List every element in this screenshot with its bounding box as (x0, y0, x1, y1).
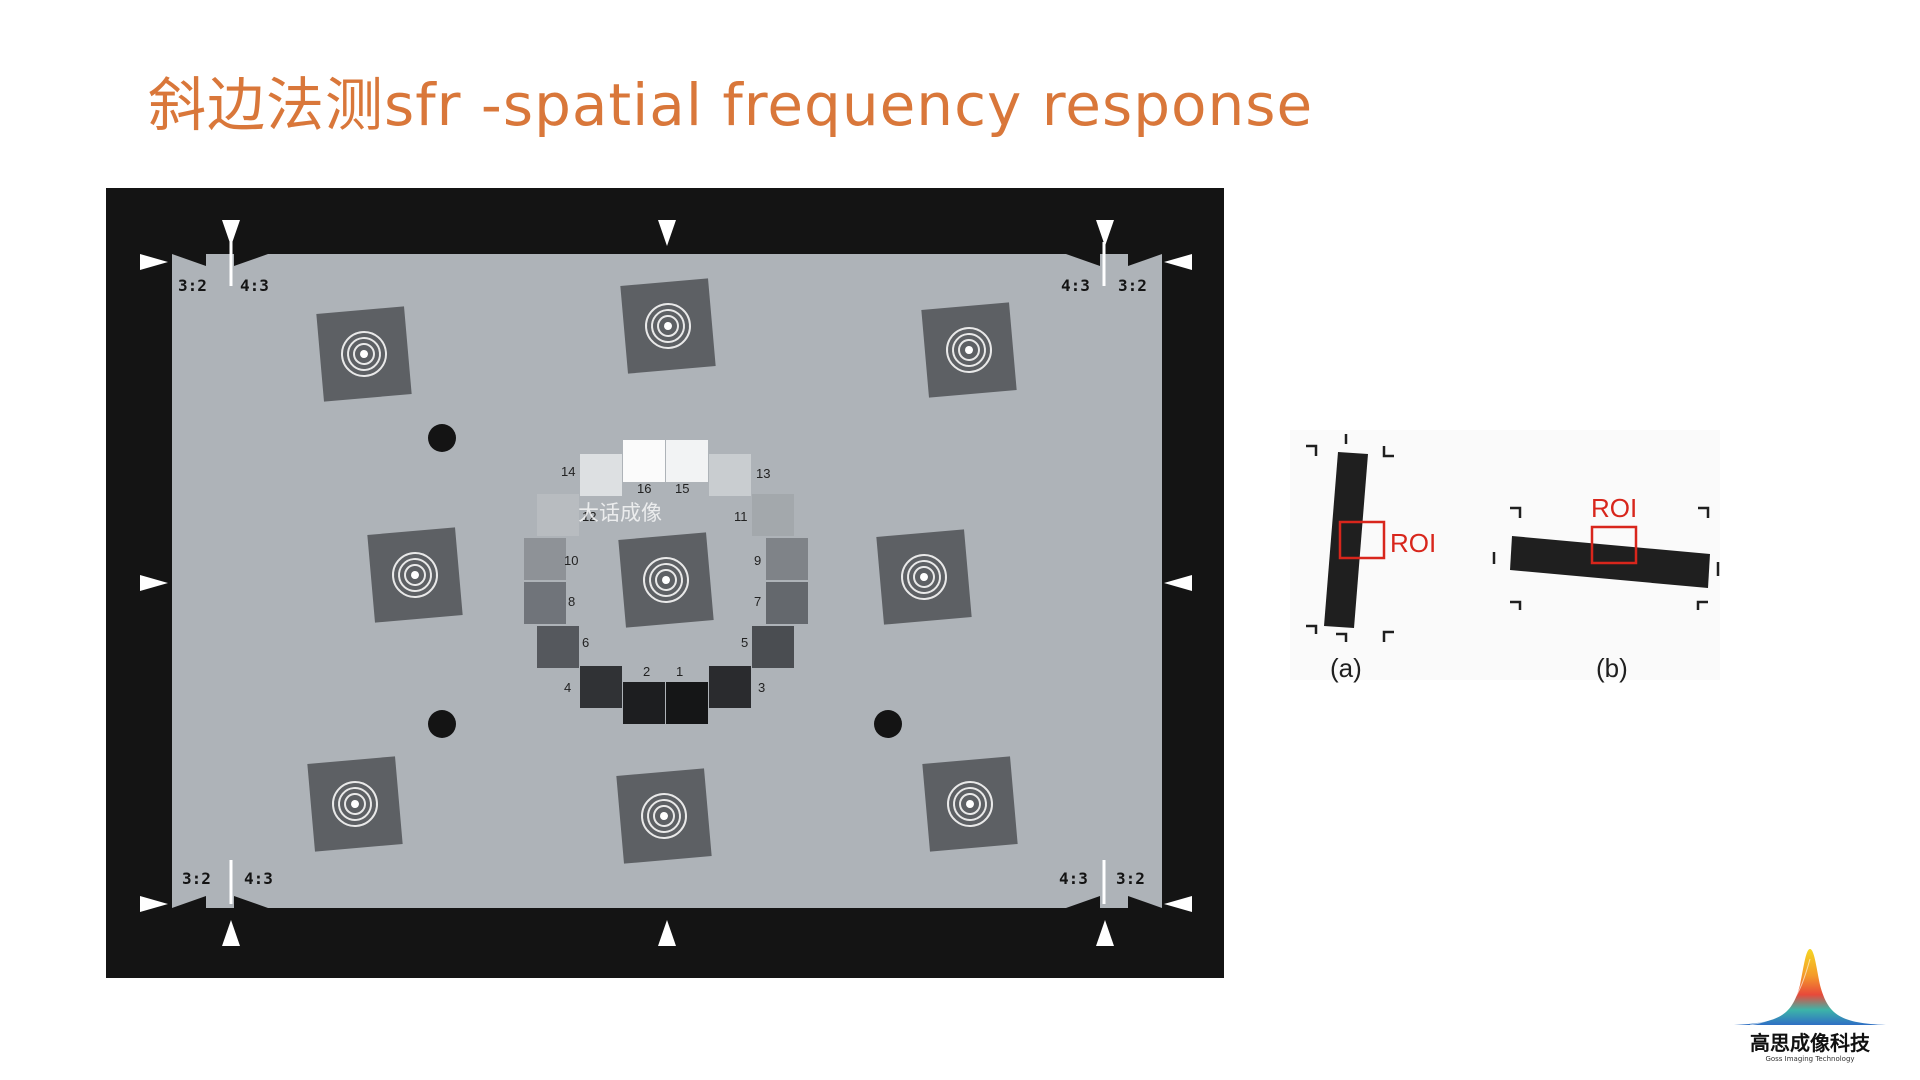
slide-title: 斜边法测sfr -spatial frequency response (148, 71, 1314, 139)
marker-left-bottom (140, 896, 168, 912)
patch-number-9: 9 (754, 553, 761, 568)
patch-number-14: 14 (561, 464, 575, 479)
roi-label-b: ROI (1591, 493, 1637, 523)
gray-patch-1 (666, 682, 708, 724)
marker-right-top (1164, 254, 1192, 270)
marker-bottom-right (1096, 920, 1114, 946)
bell-curve-logo-icon (1734, 949, 1886, 1026)
gray-patch-9 (766, 538, 808, 580)
aspect-label-bl-43: 4:3 (244, 869, 273, 888)
gray-patch-6 (537, 626, 579, 668)
patch-number-1: 1 (676, 664, 683, 679)
patch-number-6: 6 (582, 635, 589, 650)
crop-marks-b (1492, 506, 1720, 610)
marker-top-right (1096, 220, 1114, 246)
slanted-edge-target (921, 755, 1019, 853)
gray-patch-10 (524, 538, 566, 580)
registration-dot (428, 424, 456, 452)
marker-right-middle (1164, 575, 1192, 591)
patch-number-11: 11 (734, 509, 748, 524)
caption-a: (a) (1330, 653, 1362, 683)
frame-crop-lines (229, 242, 1106, 904)
marker-bottom-left (222, 920, 240, 946)
marker-top-center (658, 220, 676, 246)
logo-company-name: 高思成像科技 (1750, 1031, 1870, 1055)
registration-dots (428, 424, 902, 738)
slanted-edge-target (366, 526, 464, 624)
patch-number-5: 5 (741, 635, 748, 650)
gray-patch-5 (752, 626, 794, 668)
registration-dot (428, 710, 456, 738)
gray-patch-7 (766, 582, 808, 624)
patch-number-15: 15 (675, 481, 689, 496)
caption-b: (b) (1596, 653, 1628, 683)
marker-right-bottom (1164, 896, 1192, 912)
roi-label-a: ROI (1390, 528, 1436, 558)
aspect-label-tr-32: 3:2 (1118, 276, 1147, 295)
slanted-edge-target (315, 305, 413, 403)
patch-number-8: 8 (568, 594, 575, 609)
gray-patch-13 (709, 454, 751, 496)
marker-bottom-center (658, 920, 676, 946)
aspect-wedges (172, 254, 1162, 908)
patch-number-16: 16 (637, 481, 651, 496)
slanted-edge-target (875, 528, 973, 626)
slanted-edge-target (615, 767, 713, 865)
patch-number-10: 10 (564, 553, 578, 568)
slanted-edge-target (306, 755, 404, 853)
company-logo: 高思成像科技 Goss Imaging Technology (1730, 945, 1890, 1065)
slanted-edge-target (619, 277, 717, 375)
frame-markers (140, 220, 1192, 946)
marker-top-left (222, 220, 240, 246)
roi-box-b (1590, 525, 1638, 565)
gray-patch-3 (709, 666, 751, 708)
gray-patch-12 (537, 494, 579, 536)
aspect-label-tl-43: 4:3 (240, 276, 269, 295)
resolution-test-chart: 3:2 4:3 4:3 3:2 3:2 4:3 4:3 3:2 1 2 (106, 188, 1224, 978)
patch-number-4: 4 (564, 680, 571, 695)
marker-left-top (140, 254, 168, 270)
slanted-edge-target (617, 531, 715, 629)
aspect-label-tl-32: 3:2 (178, 276, 207, 295)
registration-dot (874, 710, 902, 738)
crop-marks-a (1306, 434, 1394, 642)
edge-bar-vertical (1324, 452, 1368, 628)
gray-patch-2 (623, 682, 665, 724)
aspect-label-tr-43: 4:3 (1061, 276, 1090, 295)
patch-number-13: 13 (756, 466, 770, 481)
patch-number-7: 7 (754, 594, 761, 609)
roi-slanted-edge-figure: ROI (a) ROI (b) (1290, 430, 1720, 683)
patch-number-2: 2 (643, 664, 650, 679)
gray-patch-16 (623, 440, 665, 482)
aspect-label-br-32: 3:2 (1116, 869, 1145, 888)
gray-patch-4 (580, 666, 622, 708)
gray-patch-11 (752, 494, 794, 536)
aspect-label-br-43: 4:3 (1059, 869, 1088, 888)
patch-number-3: 3 (758, 680, 765, 695)
patch-number-12: 12 (582, 509, 596, 524)
watermark-text: 大话成像 (578, 501, 662, 525)
grayscale-patch-ring (524, 440, 808, 724)
gray-patch-14 (580, 454, 622, 496)
gray-patch-15 (666, 440, 708, 482)
gray-patch-8 (524, 582, 566, 624)
marker-left-middle (140, 575, 168, 591)
logo-company-subtitle: Goss Imaging Technology (1765, 1055, 1855, 1063)
aspect-label-bl-32: 3:2 (182, 869, 211, 888)
roi-box-a (1338, 520, 1386, 560)
slanted-edge-target (920, 301, 1018, 399)
